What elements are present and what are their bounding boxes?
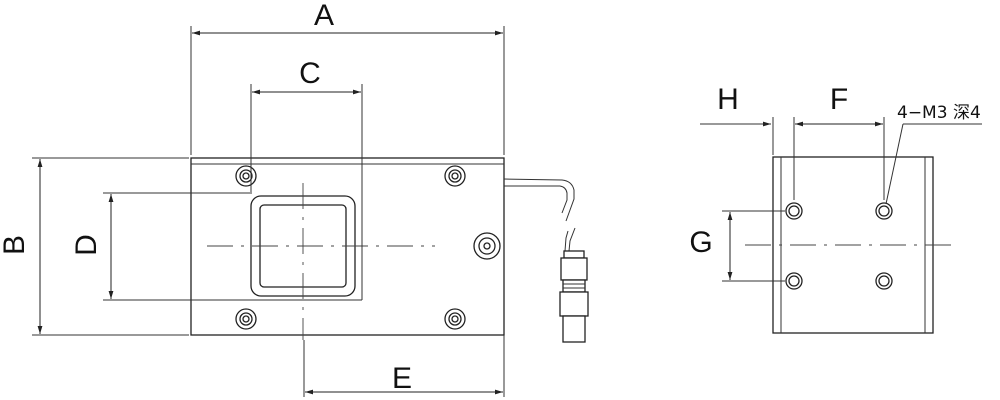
label-A: A (314, 0, 334, 32)
mounting-hole-bottom-left (235, 308, 257, 330)
threaded-hole-top-right (875, 202, 893, 220)
side-view (745, 156, 955, 334)
dimension-F: F (793, 83, 885, 200)
dimension-G: G (689, 210, 785, 282)
threaded-hole-top-left (785, 202, 803, 220)
label-G: G (689, 226, 712, 259)
label-E: E (392, 362, 412, 395)
hole-spec-text: 4−M3 深4 (897, 103, 981, 123)
threaded-hole-bottom-right (875, 272, 893, 290)
label-H: H (717, 83, 739, 116)
front-view (190, 157, 589, 343)
label-D: D (70, 234, 103, 256)
hole-spec-callout: 4−M3 深4 (885, 103, 982, 205)
cable-connector (559, 250, 589, 343)
label-C: C (299, 57, 321, 90)
dimension-H: H (700, 83, 774, 155)
dimension-E: E (303, 335, 505, 397)
hole-spec-leader (885, 123, 904, 205)
mounting-hole-top-left (235, 165, 257, 187)
cable-gland (473, 232, 501, 260)
dimension-C: C (250, 57, 363, 300)
dimension-A: A (190, 0, 505, 155)
label-F: F (830, 83, 848, 116)
dimension-D: D (70, 192, 362, 301)
dimension-B: B (0, 157, 189, 336)
mounting-hole-bottom-right (444, 308, 466, 330)
threaded-hole-bottom-left (785, 272, 803, 290)
label-B: B (0, 235, 31, 255)
sensor-cable (503, 178, 576, 252)
mounting-hole-top-right (444, 165, 466, 187)
